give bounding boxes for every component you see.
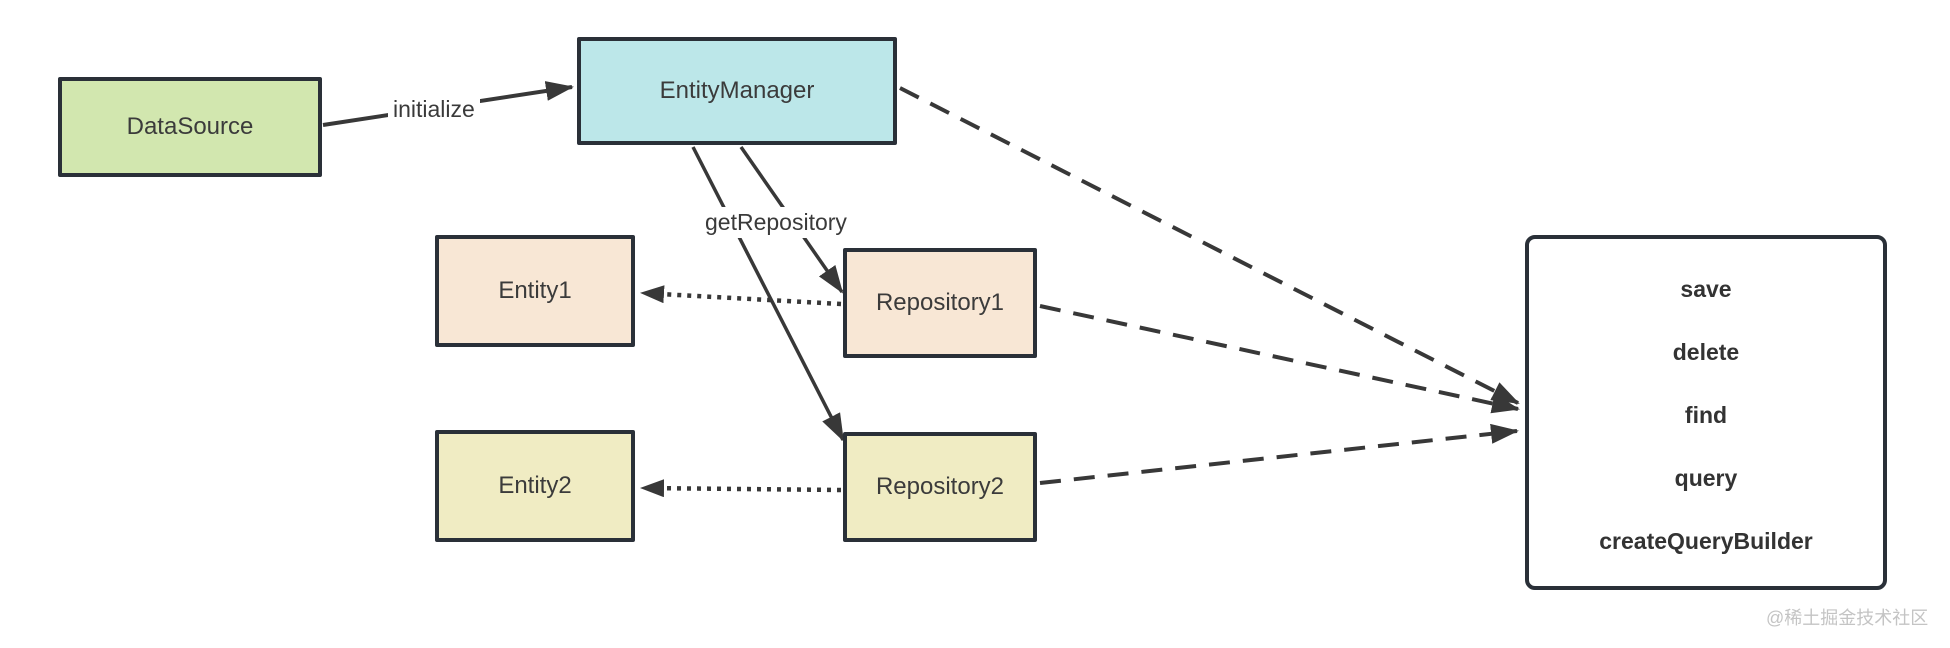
watermark: @稀土掘金技术社区 bbox=[1766, 608, 1929, 628]
edge-repository2-methods-dashed bbox=[1039, 423, 1519, 485]
method-item-find: find bbox=[1684, 402, 1728, 428]
edge-repository1-entity1-dotted bbox=[640, 285, 842, 307]
node-entitymanager-label: EntityManager bbox=[659, 77, 815, 104]
node-repository2: Repository2 bbox=[843, 432, 1037, 542]
node-repository1-label: Repository1 bbox=[875, 289, 1005, 316]
edge-entitymanager-methods-dashed bbox=[899, 86, 1520, 405]
methods-box: save delete find query createQueryBuilde… bbox=[1525, 235, 1887, 590]
node-entity2-label: Entity2 bbox=[498, 472, 572, 499]
method-item-delete: delete bbox=[1672, 339, 1740, 365]
edge-repository2-entity2-dotted bbox=[640, 479, 842, 498]
edge-getrepository-2 bbox=[691, 146, 845, 442]
edge-repository1-methods-dashed bbox=[1039, 304, 1520, 414]
method-item-query: query bbox=[1674, 465, 1738, 491]
node-entity2: Entity2 bbox=[435, 430, 635, 542]
node-datasource-label: DataSource bbox=[126, 113, 254, 140]
edge-label-getrepository: getRepository bbox=[700, 207, 852, 238]
node-datasource: DataSource bbox=[58, 77, 322, 177]
node-repository2-label: Repository2 bbox=[875, 473, 1005, 500]
node-entity1: Entity1 bbox=[435, 235, 635, 347]
node-entitymanager: EntityManager bbox=[577, 37, 897, 145]
edge-label-initialize: initialize bbox=[388, 94, 480, 125]
method-item-save: save bbox=[1680, 276, 1732, 302]
node-repository1: Repository1 bbox=[843, 248, 1037, 358]
node-entity1-label: Entity1 bbox=[498, 277, 572, 304]
method-item-createquerybuilder: createQueryBuilder bbox=[1599, 528, 1813, 554]
